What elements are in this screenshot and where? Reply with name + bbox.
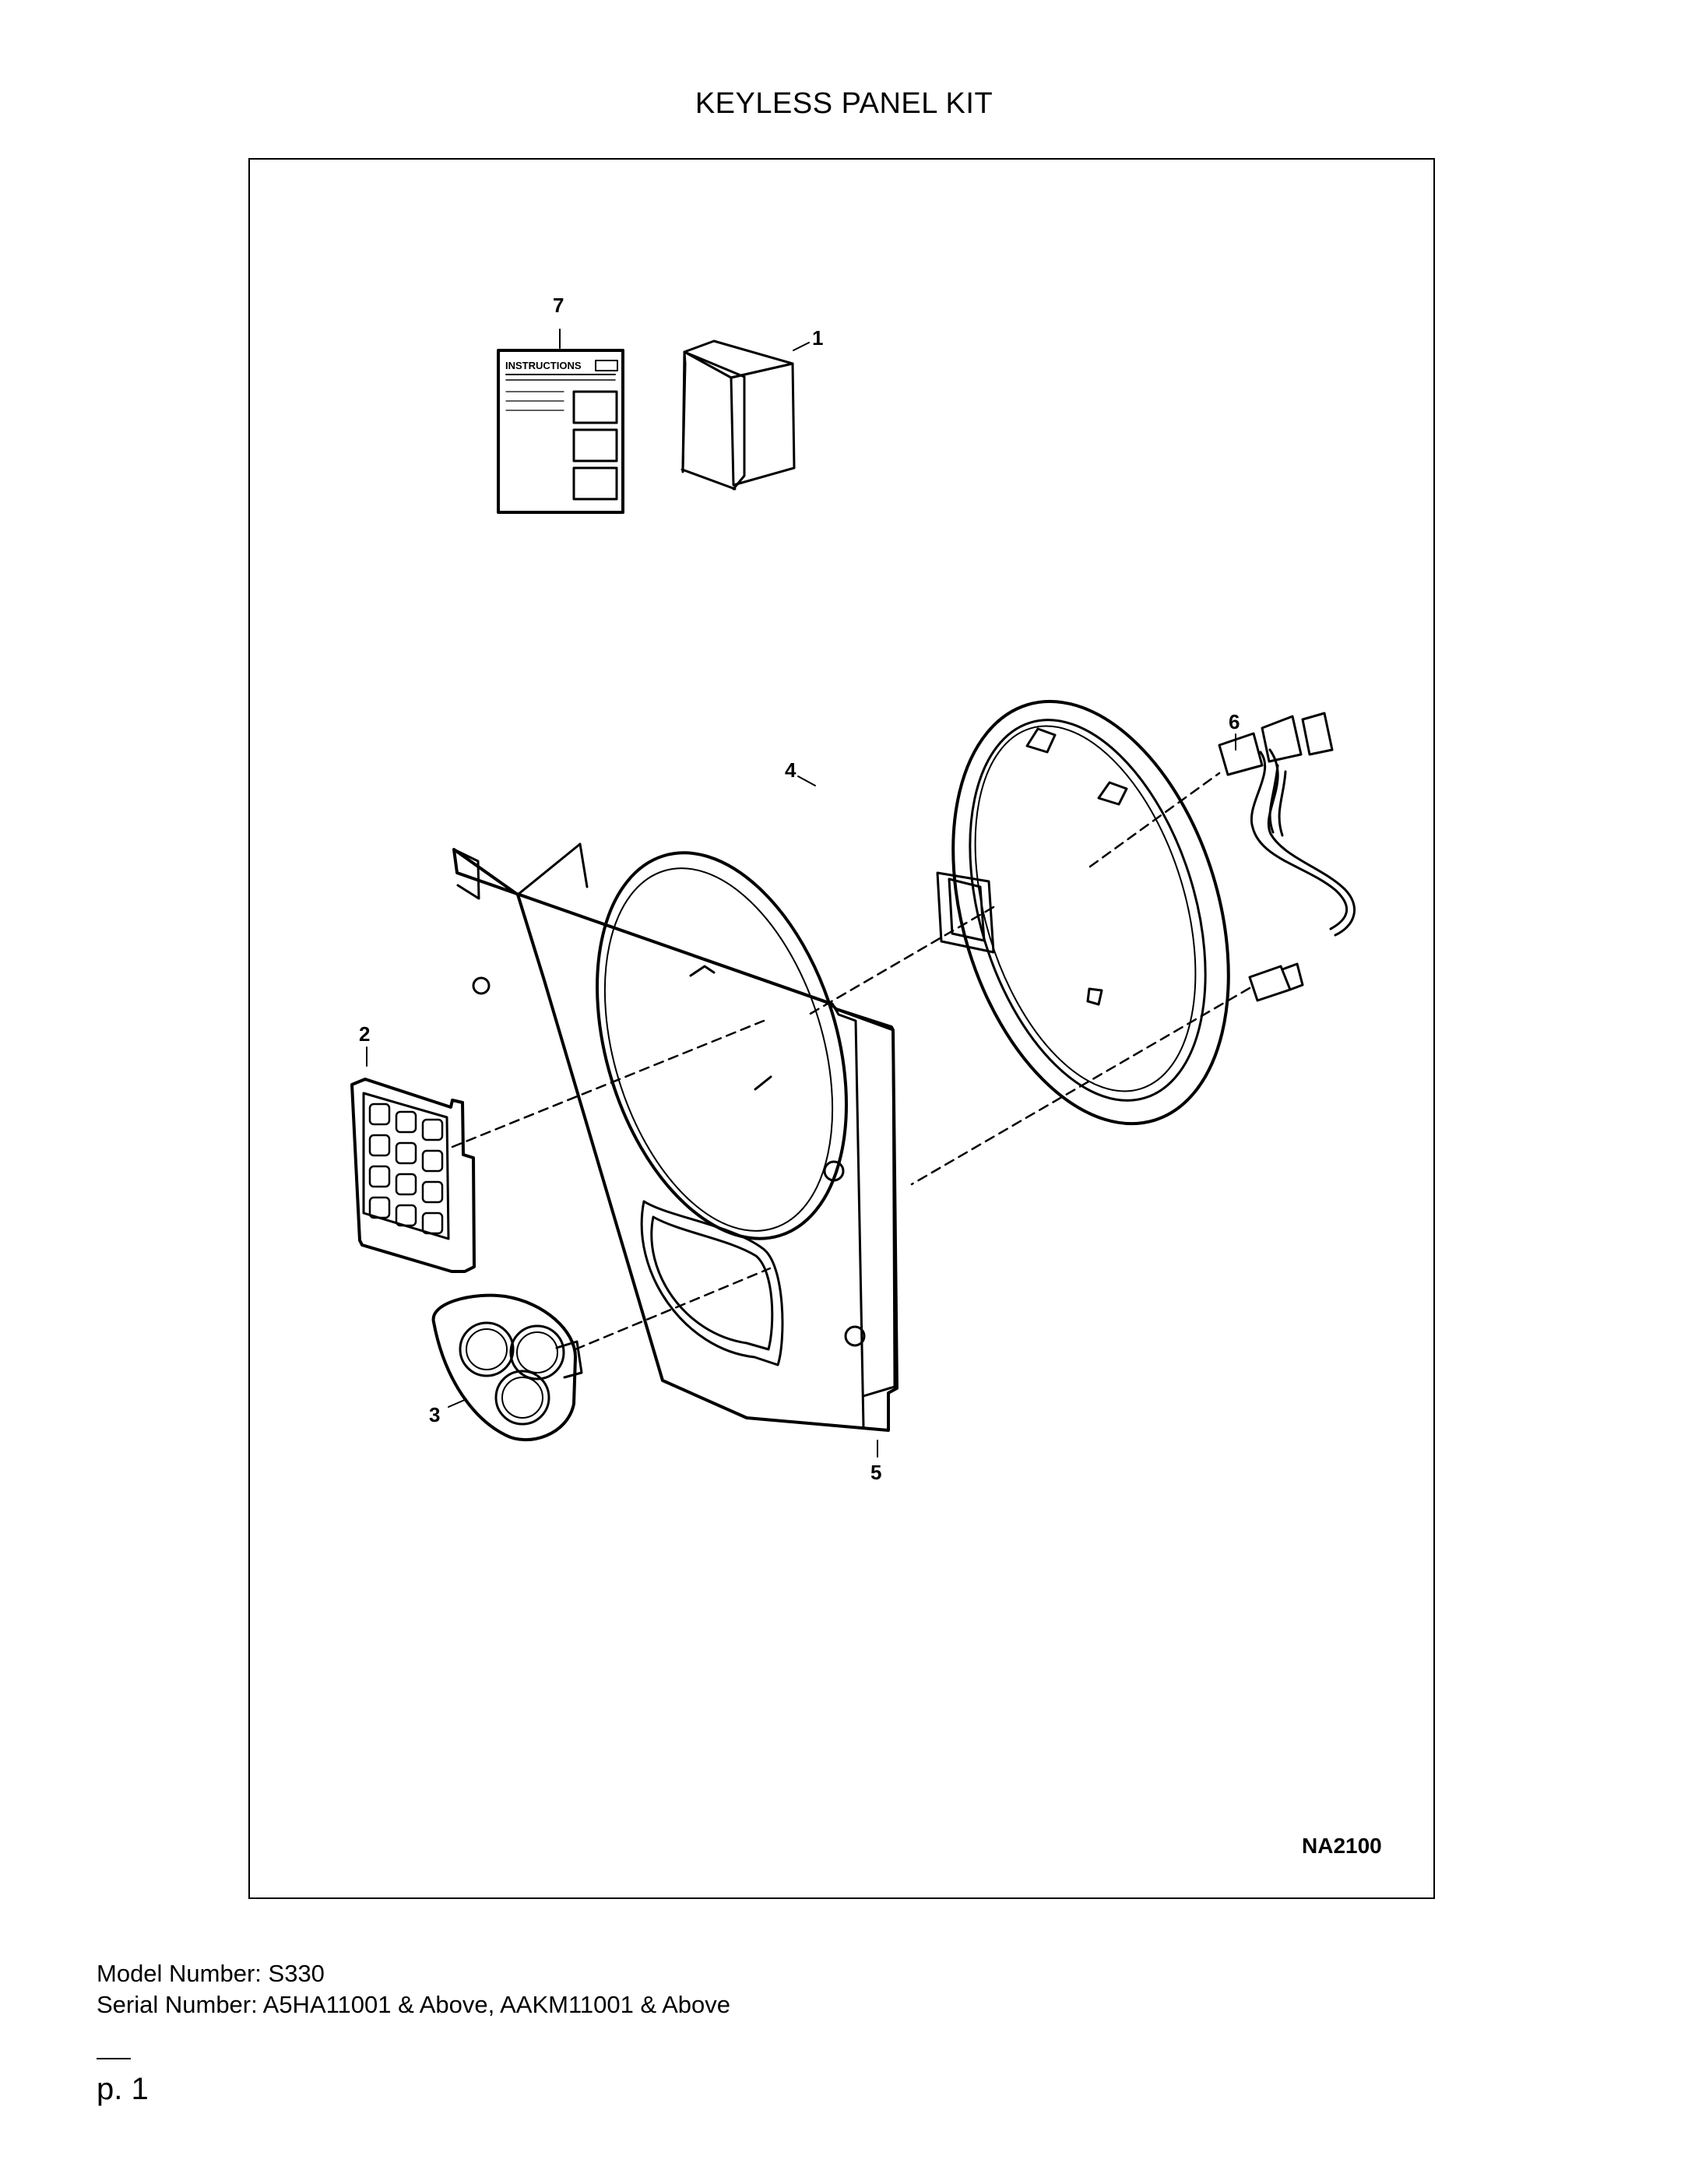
instruction-sheet-label: INSTRUCTIONS	[505, 360, 582, 371]
panel-housing-part	[452, 842, 899, 1432]
callout-2: 2	[359, 1022, 370, 1046]
model-number: Model Number: S330	[97, 1960, 325, 1987]
callout-4: 4	[785, 758, 797, 782]
wiring-harness-part	[1218, 712, 1356, 1002]
page-title: KEYLESS PANEL KIT	[695, 87, 993, 120]
drawing-reference: NA2100	[1302, 1834, 1382, 1858]
exploded-parts-diagram: INSTRUCTIONS	[350, 294, 1356, 1484]
oval-bezel-part	[936, 699, 1230, 1126]
drawing-frame	[248, 158, 1435, 1899]
callout-7: 7	[553, 294, 564, 317]
callout-5: 5	[870, 1461, 881, 1484]
page-number: p. 1	[97, 2072, 149, 2106]
callout-6: 6	[1229, 710, 1240, 733]
box-part	[680, 339, 796, 491]
keypad-part	[350, 1078, 476, 1273]
serial-number: Serial Number: A5HA11001 & Above, AAKM11…	[97, 1991, 730, 2018]
callout-1: 1	[812, 326, 823, 350]
model-serial-info: Model Number: S330 Serial Number: A5HA11…	[97, 1958, 730, 2020]
button-pad-part	[431, 1293, 583, 1442]
instruction-sheet-part	[497, 349, 624, 514]
page-mark-rule	[97, 2058, 131, 2059]
callout-3: 3	[429, 1403, 440, 1426]
